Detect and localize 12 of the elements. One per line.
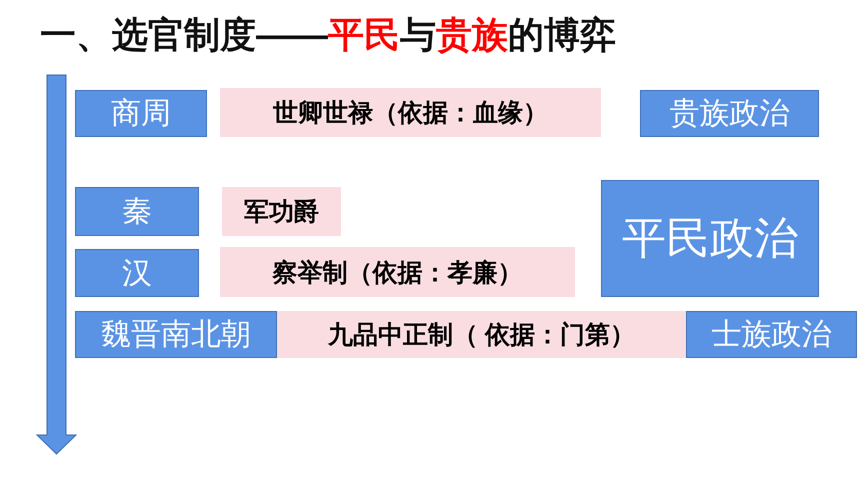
politics-box: 士族政治 (686, 311, 857, 358)
method-box: 九品中正制（ 依据：门第） (277, 311, 686, 358)
politics-box: 平民政治 (601, 180, 819, 297)
period-box: 魏晋南北朝 (75, 311, 277, 358)
method-box: 察举制（依据：孝廉） (220, 247, 575, 297)
politics-box: 贵族政治 (640, 90, 819, 137)
period-box: 秦 (75, 187, 199, 236)
period-box: 商周 (75, 90, 207, 137)
slide-title: 一、选官制度——平民与贵族的博弈 (40, 13, 616, 57)
method-box: 军功爵 (222, 187, 341, 236)
period-box: 汉 (75, 249, 199, 297)
method-box: 世卿世禄（依据：血缘） (220, 88, 601, 137)
